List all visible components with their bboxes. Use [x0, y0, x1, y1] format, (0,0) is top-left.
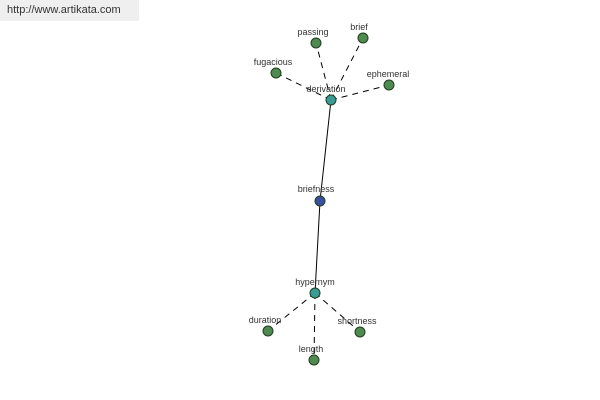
node-brief[interactable]: [357, 32, 369, 44]
node-ephemeral[interactable]: [383, 79, 395, 91]
edge-hypernym-shortness: [314, 292, 361, 333]
node-label-hypernym[interactable]: hypernym: [295, 277, 335, 287]
node-duration[interactable]: [262, 325, 274, 337]
url-banner[interactable]: http://www.artikata.com: [0, 0, 139, 21]
edge-derivation-brief: [330, 37, 364, 101]
node-shortness[interactable]: [354, 326, 366, 338]
node-label-length[interactable]: length: [299, 344, 324, 354]
node-length[interactable]: [308, 354, 320, 366]
node-briefness[interactable]: [314, 195, 326, 207]
edge-hypernym-length: [313, 292, 316, 361]
edges-layer: [267, 37, 390, 361]
node-derivation[interactable]: [325, 94, 337, 106]
edge-derivation-briefness: [319, 99, 332, 202]
edge-hypernym-duration: [267, 292, 316, 332]
node-label-brief[interactable]: brief: [350, 22, 368, 32]
node-label-derivation[interactable]: derivation: [306, 84, 345, 94]
labels-layer: derivation briefness hypernym passing brief f…: [249, 22, 410, 354]
node-passing[interactable]: [310, 37, 322, 49]
edge-briefness-hypernym: [314, 200, 321, 294]
node-label-shortness[interactable]: shortness: [337, 316, 377, 326]
nodes-layer: [262, 32, 395, 366]
node-label-fugacious[interactable]: fugacious: [254, 57, 293, 67]
node-label-passing[interactable]: passing: [297, 27, 328, 37]
node-fugacious[interactable]: [270, 67, 282, 79]
node-hypernym[interactable]: [309, 287, 321, 299]
edge-derivation-ephemeral: [330, 84, 390, 101]
node-label-duration[interactable]: duration: [249, 315, 282, 325]
node-label-ephemeral[interactable]: ephemeral: [367, 69, 410, 79]
node-label-briefness[interactable]: briefness: [298, 184, 335, 194]
edge-derivation-passing: [315, 42, 332, 101]
